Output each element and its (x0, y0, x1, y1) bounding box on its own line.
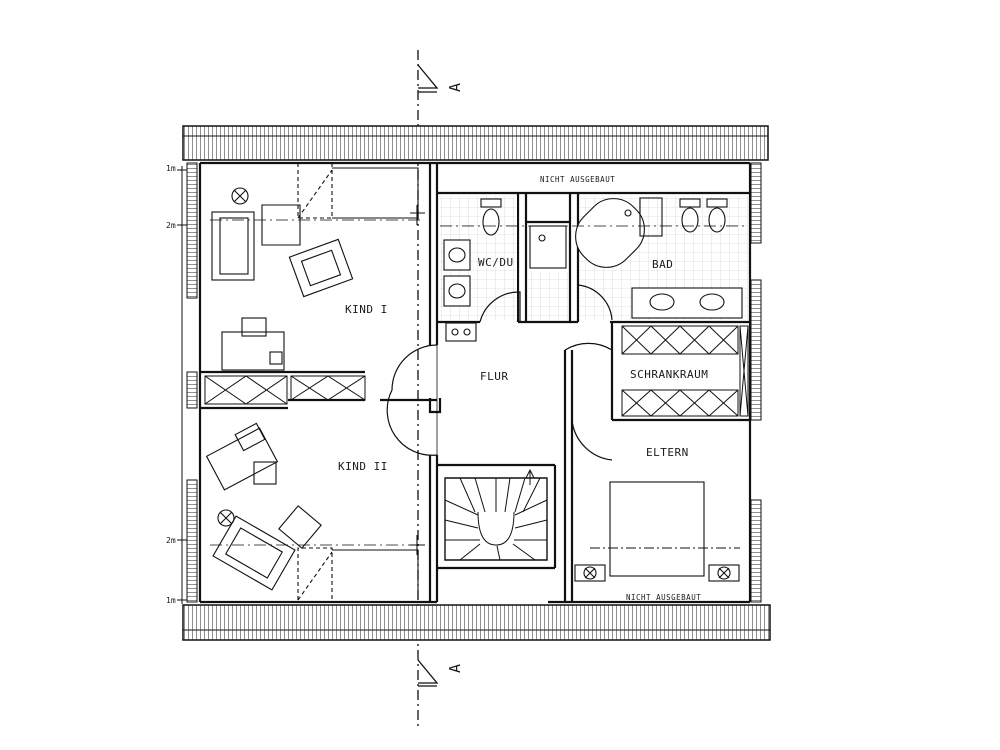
room-label-kind1: KIND I (345, 303, 388, 316)
staircase (444, 468, 548, 561)
dim-label-2m-bottom: 2m (166, 536, 176, 545)
section-label-top: A (446, 83, 464, 92)
roof-eave-top (182, 125, 769, 161)
door-swings (386, 284, 613, 465)
kids-wardrobes (204, 375, 366, 405)
walls (198, 161, 752, 604)
room-label-kind2: KIND II (338, 460, 388, 473)
eltern-furniture (574, 481, 745, 603)
room-label-flur: FLUR (480, 370, 509, 383)
dimension-marks (177, 166, 188, 604)
kind1-furniture (211, 163, 425, 371)
note-not-built-top: NICHT AUSGEBAUT (540, 175, 615, 184)
room-label-wc: WC/DU (478, 256, 514, 269)
dim-label-2m-top: 2m (166, 221, 176, 230)
dim-label-1m-bottom: 1m (166, 596, 176, 605)
section-label-bottom: A (446, 664, 464, 673)
room-label-schrankraum: SCHRANKRAUM (630, 368, 708, 381)
roof-eave-bottom (182, 604, 771, 641)
kind2-furniture (205, 422, 425, 601)
guide-lines (210, 219, 748, 546)
room-label-bad: BAD (652, 258, 673, 271)
room-label-eltern: ELTERN (646, 446, 689, 459)
schrankraum-wardrobes (621, 325, 749, 417)
dim-label-1m-top: 1m (166, 164, 176, 173)
note-not-built-bottom: NICHT AUSGEBAUT (626, 593, 701, 602)
wc-fixtures (443, 198, 567, 342)
